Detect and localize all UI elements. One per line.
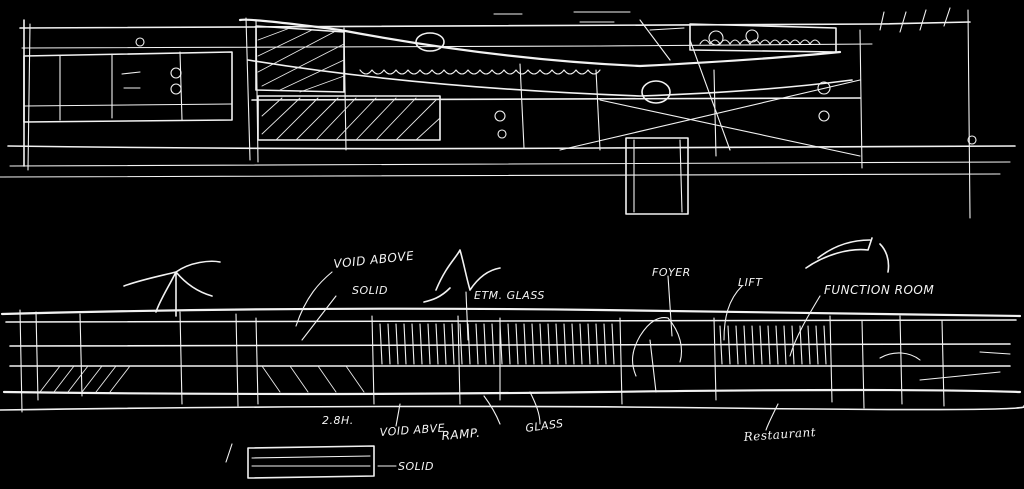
label-restaurant: Restaurant bbox=[742, 425, 816, 444]
lower-section-drawing bbox=[0, 237, 1024, 479]
label-void-above: VOID ABOVE bbox=[333, 249, 415, 271]
label-glass: ETM. GLASS bbox=[474, 289, 545, 302]
annotations: VOID ABOVE SOLID ETM. GLASS FOYER LIFT F… bbox=[322, 249, 934, 473]
label-glass-low: GLASS bbox=[525, 417, 565, 435]
label-ramp: RAMP. bbox=[441, 426, 481, 443]
label-foyer: FOYER bbox=[652, 266, 691, 279]
label-lift: LIFT bbox=[738, 276, 763, 289]
label-void-above-low: VOID ABVE bbox=[379, 421, 445, 439]
label-solid-low: SOLID bbox=[398, 460, 434, 473]
label-solid-top: SOLID bbox=[352, 284, 388, 297]
upper-plan-drawing bbox=[0, 7, 1016, 219]
label-height: 2.8H. bbox=[322, 414, 354, 427]
label-function-room: FUNCTION ROOM bbox=[824, 283, 934, 297]
